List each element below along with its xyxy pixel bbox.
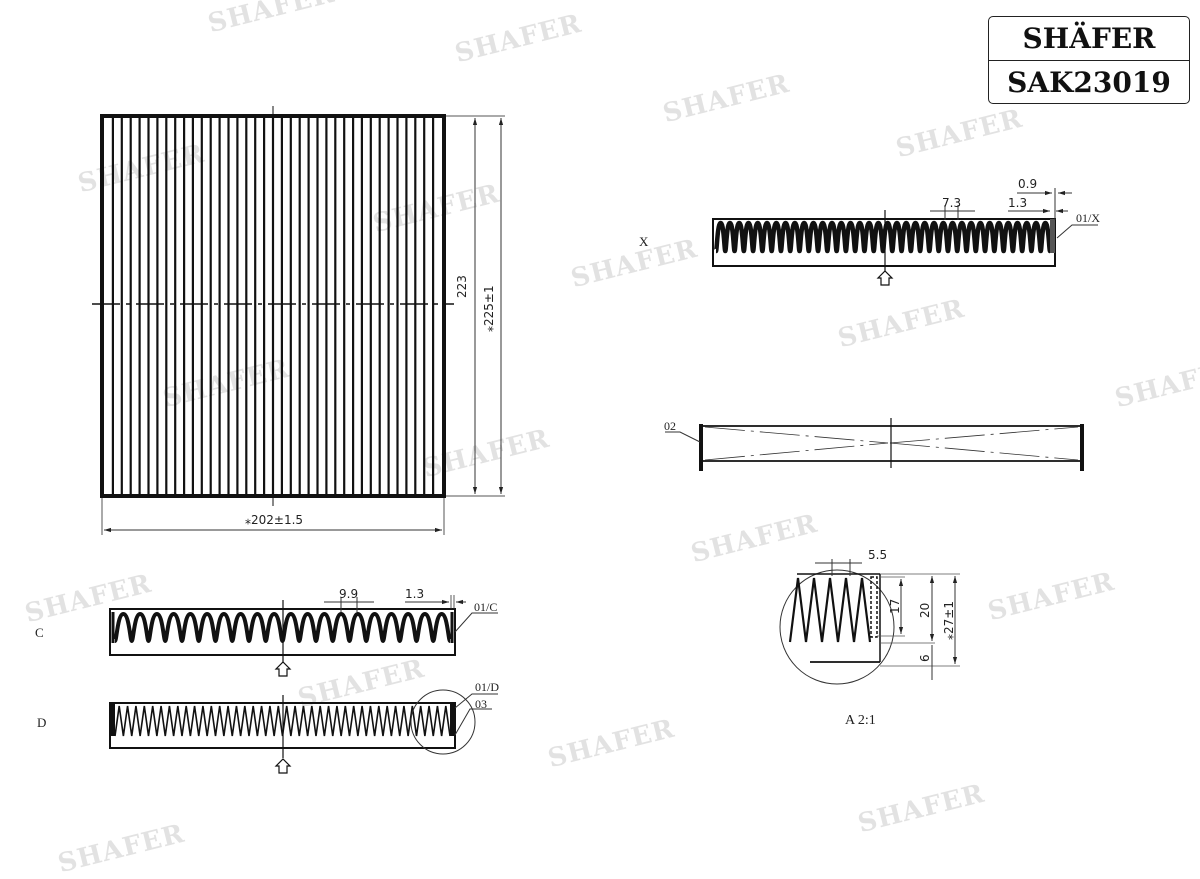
section-c-edge-dimension: 1.3 [405,587,425,601]
outer-height-dimension: ⁎225±1 [482,285,496,332]
detail-a [779,559,960,685]
side-view-callout: 02 [664,419,676,433]
detail-a-caption: A 2:1 [845,713,876,728]
detail-a-base-dimension: 6 [918,654,932,662]
section-c-callout: 01/C [474,600,498,614]
detail-a-total-height-dimension: ⁎27±1 [942,601,956,640]
detail-a-pleat-height-dimension: 17 [888,598,902,614]
section-x-thickness-dimension: 0.9 [1018,177,1038,191]
section-x-edge-dimension: 1.3 [1008,196,1028,210]
title-block: SHÄFER SAK23019 [988,16,1190,104]
section-d-label: D [37,715,47,730]
side-view [665,418,1084,471]
top-view-filter [92,106,505,535]
section-x [712,188,1098,286]
section-c [109,595,498,677]
section-x-label: X [639,234,649,249]
section-c-label: C [35,625,44,640]
section-d [109,689,498,774]
width-dimension: ⁎202±1.5 [245,513,304,527]
brand-name: SHÄFER [989,17,1189,61]
section-d-callout-03: 03 [475,697,487,711]
section-d-callout-01d: 01/D [475,680,499,694]
part-number: SAK23019 [1007,65,1171,99]
detail-a-pitch-dimension: 5.5 [868,548,888,562]
section-x-pitch-dimension: 7.3 [942,196,962,210]
section-c-pitch-dimension: 9.9 [339,587,359,601]
section-x-callout: 01/X [1076,211,1100,225]
inner-height-dimension: 223 [455,275,469,298]
detail-a-media-height-dimension: 20 [918,602,932,618]
